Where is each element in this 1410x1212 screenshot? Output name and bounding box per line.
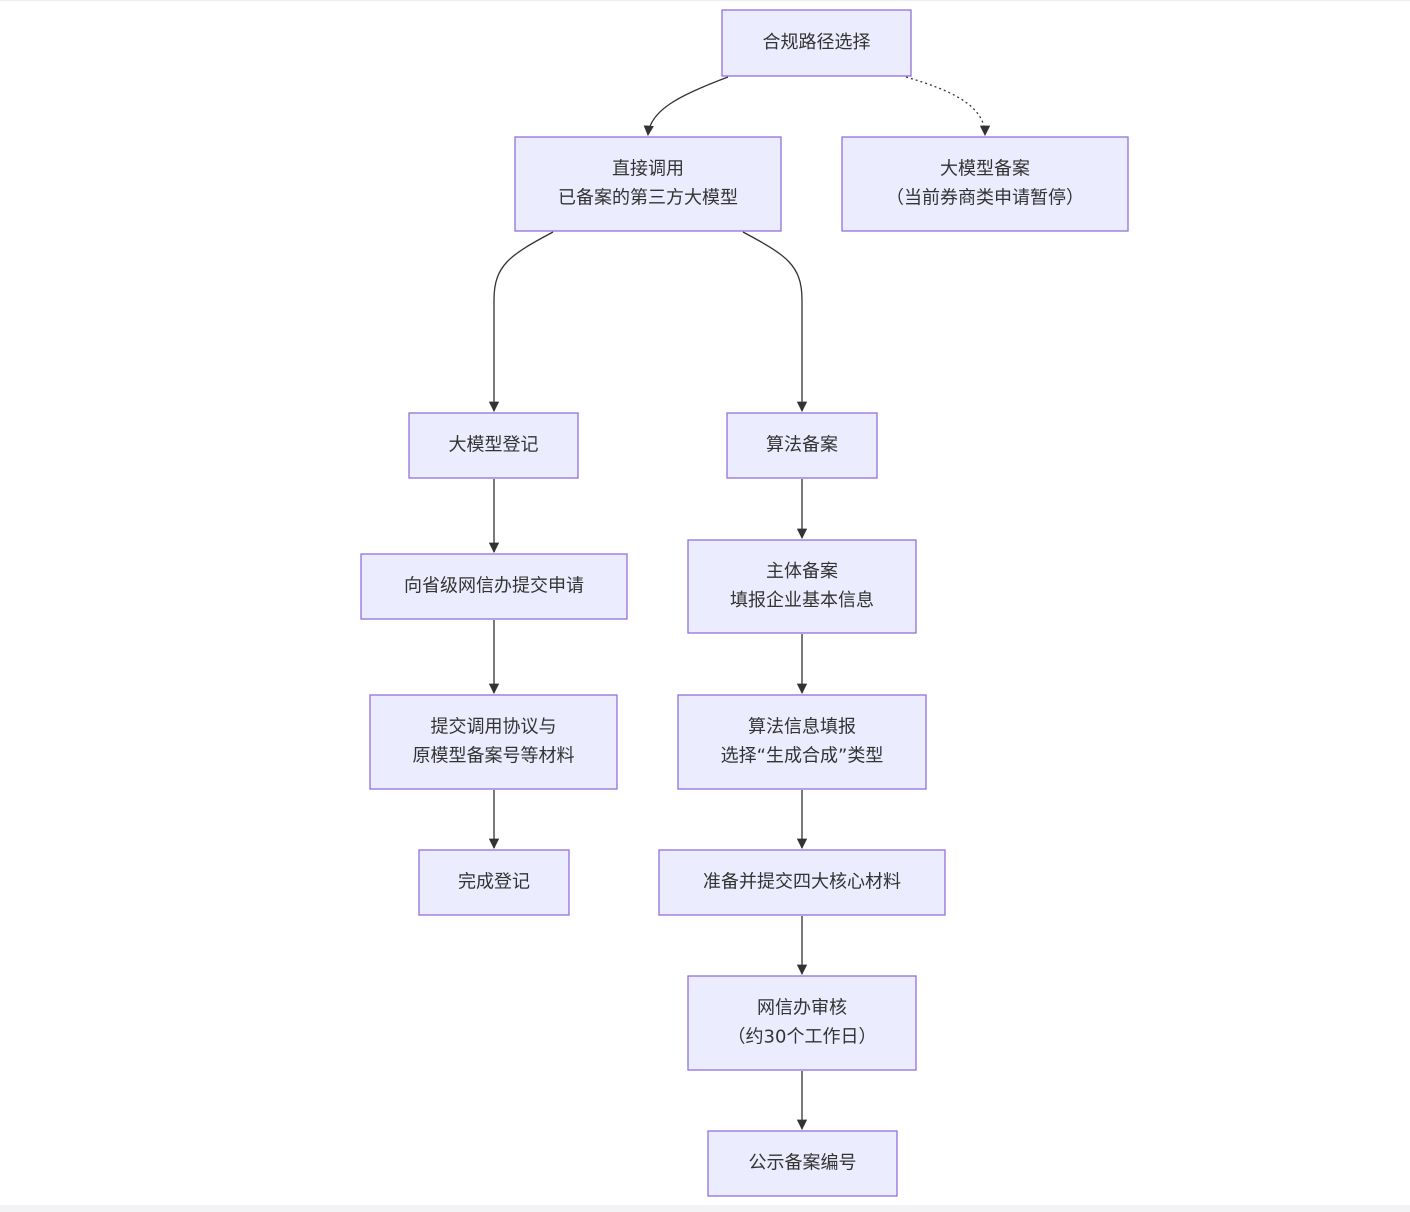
node-label: 公示备案编号 — [749, 1153, 857, 1174]
node-box — [687, 539, 917, 634]
node-label: 选择“生成合成”类型 — [721, 746, 884, 767]
flow-node-n10: 准备并提交四大核心材料 — [658, 849, 946, 916]
node-box — [658, 849, 946, 916]
node-label: 原模型备案号等材料 — [413, 746, 575, 767]
flow-node-n12: 公示备案编号 — [707, 1130, 898, 1197]
node-box — [726, 412, 878, 479]
flow-node-n11: 网信办审核 （约30个工作日） — [687, 975, 917, 1071]
flow-node-n9: 完成登记 — [418, 849, 570, 916]
node-box — [841, 136, 1129, 232]
node-box — [408, 412, 579, 479]
node-label: 填报企业基本信息 — [730, 590, 874, 611]
node-label: 算法信息填报 — [748, 717, 856, 738]
node-box — [707, 1130, 898, 1197]
edge-n1-n3 — [488, 231, 554, 413]
node-box — [360, 553, 628, 620]
edge-n1-n4 — [742, 231, 808, 413]
flow-node-n4: 算法备案 — [726, 412, 878, 479]
node-label: 完成登记 — [458, 872, 530, 893]
edge-n0-n2 — [905, 76, 991, 137]
node-label: 已备案的第三方大模型 — [558, 188, 738, 209]
node-label: 准备并提交四大核心材料 — [703, 872, 901, 893]
node-label: 大模型登记 — [449, 435, 539, 456]
bottom-strip — [0, 1205, 1410, 1212]
node-box — [369, 694, 618, 790]
node-box — [418, 849, 570, 916]
node-label: 合规路径选择 — [763, 32, 871, 53]
flow-node-n3: 大模型登记 — [408, 412, 579, 479]
edge-n0-n1 — [643, 76, 729, 137]
node-label: （约30个工作日） — [728, 1027, 877, 1048]
flow-node-n5: 向省级网信办提交申请 — [360, 553, 628, 620]
flow-node-n2: 大模型备案 （当前券商类申请暂停） — [841, 136, 1129, 232]
node-label: （当前券商类申请暂停） — [886, 188, 1084, 209]
node-label: 主体备案 — [766, 561, 838, 582]
top-border — [0, 0, 1410, 1]
node-box — [687, 975, 917, 1071]
node-box — [514, 136, 782, 232]
node-label: 网信办审核 — [757, 998, 847, 1019]
node-box — [677, 694, 927, 790]
node-label: 大模型备案 — [940, 159, 1030, 180]
node-label: 向省级网信办提交申请 — [404, 576, 584, 597]
flow-node-n0: 合规路径选择 — [721, 9, 912, 77]
node-label: 直接调用 — [612, 159, 684, 180]
node-box — [721, 9, 912, 77]
node-label: 算法备案 — [766, 435, 838, 456]
node-label: 提交调用协议与 — [431, 717, 557, 738]
